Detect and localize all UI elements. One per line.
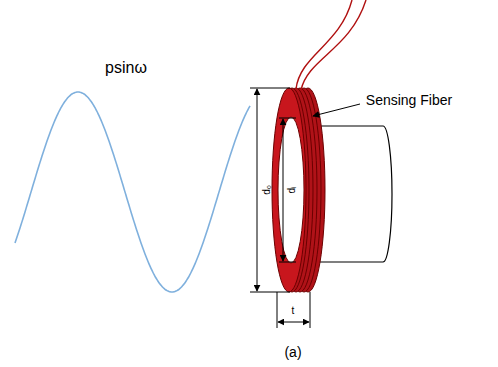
sine-wave bbox=[15, 92, 250, 292]
signal-label: psinω bbox=[105, 60, 147, 76]
dimension-label: t bbox=[292, 306, 295, 316]
dimension-label: dᵢ bbox=[287, 186, 297, 193]
inner-diameter-dimension bbox=[279, 118, 296, 262]
dimension-label: dₒ bbox=[262, 185, 272, 194]
figure-caption: (a) bbox=[284, 345, 301, 359]
outer-diameter-dimension bbox=[250, 88, 290, 292]
fiber-leads bbox=[296, 0, 366, 90]
thickness-dimension bbox=[277, 292, 310, 328]
ring-hole bbox=[278, 117, 304, 263]
fiber-windings bbox=[272, 88, 325, 292]
part-label: Sensing Fiber bbox=[366, 93, 452, 107]
fiber-winding bbox=[272, 88, 306, 292]
leader-line bbox=[313, 104, 360, 116]
